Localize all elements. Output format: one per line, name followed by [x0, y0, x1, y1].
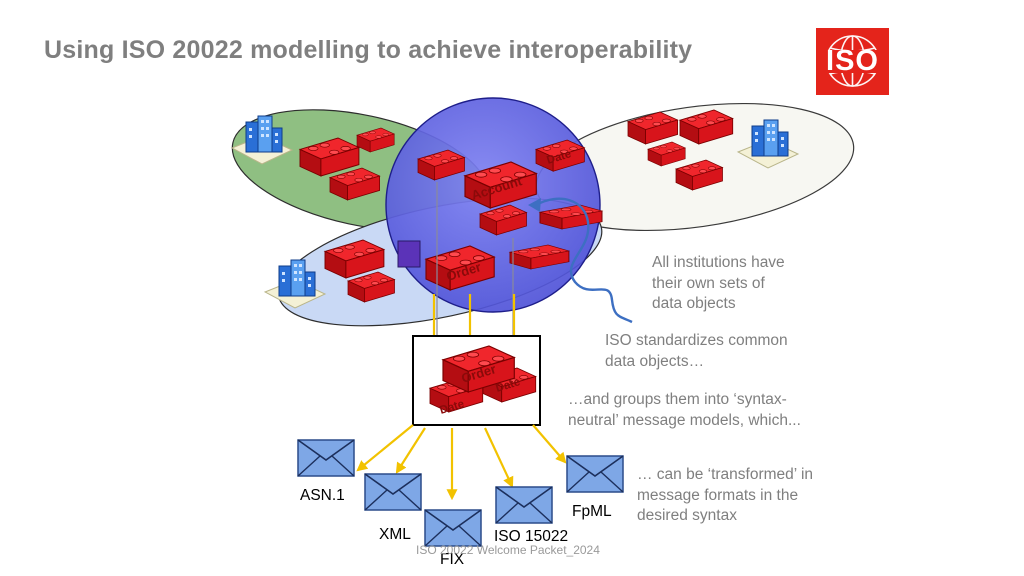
format-label-asn1: ASN.1 — [300, 487, 345, 504]
arrow-to-asn1 — [356, 424, 414, 472]
purple-block — [397, 240, 421, 268]
note-transformed: … can be ‘transformed’ in message format… — [637, 465, 813, 527]
format-label-iso15022: ISO 15022 — [494, 528, 569, 545]
arrow-to-fpml — [532, 424, 567, 464]
squiggle-arrowhead — [528, 198, 541, 212]
note-institutions: All institutions have their own sets of … — [652, 253, 785, 315]
globe-icon — [824, 35, 881, 87]
note-groups: …and groups them into ‘syntax- neutral’ … — [568, 390, 801, 431]
arrow-to-iso15022 — [484, 427, 514, 488]
note-transformed-line-1: … can be ‘transformed’ in — [637, 466, 814, 483]
note-institutions-line-2: their own sets of — [652, 274, 765, 292]
logo-text: ISO — [826, 45, 879, 77]
format-label-fpml: FpML — [572, 503, 612, 520]
note-standardizes-line-1: ISO standardizes common — [605, 332, 788, 349]
envelope-icon-iso15022 — [495, 486, 553, 524]
note-transformed-line-3: desired syntax — [637, 507, 737, 524]
format-label-xml: XML — [379, 526, 411, 543]
envelope-icon-fix — [424, 509, 482, 547]
note-groups-line-1: …and groups them into ‘syntax- — [568, 391, 787, 408]
envelope-icon-xml — [364, 473, 422, 511]
note-institutions-line-1: All institutions have — [652, 254, 785, 271]
note-standardizes-line-2: data objects… — [605, 352, 705, 370]
iso-logo: ISO — [816, 28, 889, 95]
arrow-to-xml — [395, 427, 426, 474]
note-institutions-line-3: data objects — [652, 295, 736, 312]
envelope-icon-fpml — [566, 455, 624, 493]
envelope-icon-asn1 — [297, 439, 355, 477]
note-standardizes: ISO standardizes common data objects… — [605, 331, 788, 372]
slide-title: Using ISO 20022 modelling to achieve int… — [44, 36, 693, 64]
footer-text: ISO 20022 Welcome Packet_2024 — [416, 543, 600, 557]
squiggle-connector — [535, 197, 633, 324]
format-label-fix: FIX — [440, 551, 465, 568]
note-transformed-line-2: message formats in the — [637, 486, 799, 504]
note-groups-line-2: neutral’ message models, which... — [568, 411, 801, 429]
